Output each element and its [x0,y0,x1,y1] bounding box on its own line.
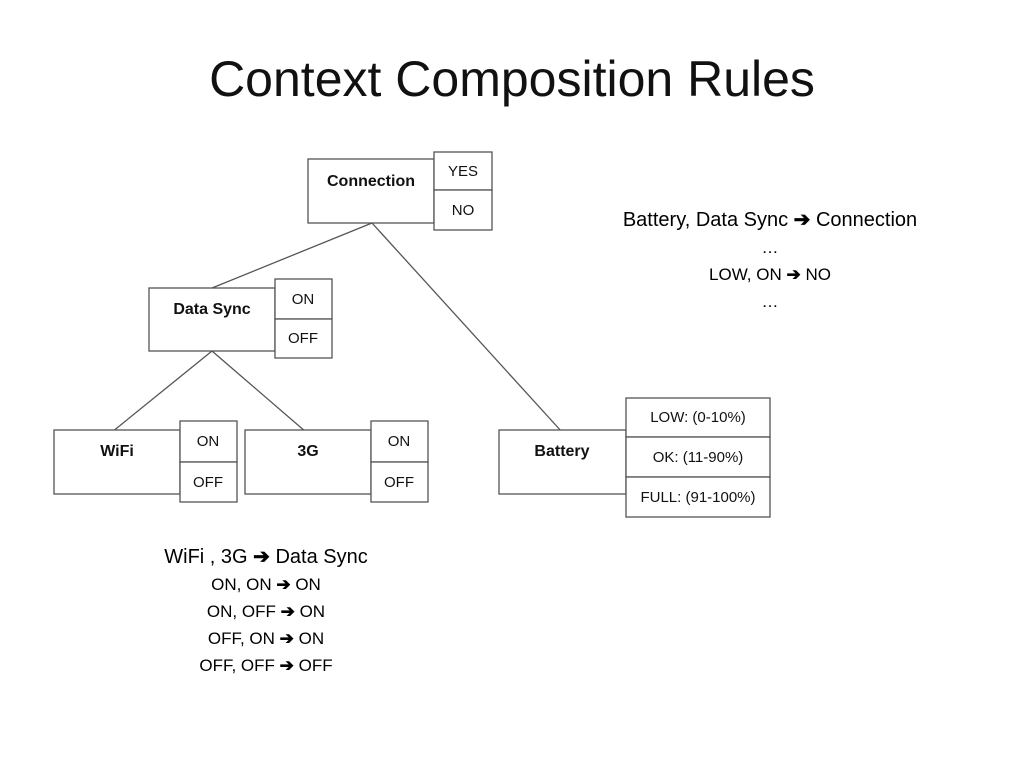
rule-result: OFF [298,656,333,675]
rule-condition: ON, OFF [206,602,276,621]
edge-datasync-wifi [111,350,213,433]
node-wifi-value-box [179,461,238,503]
rule-result: ON [298,629,325,648]
rule-result: NO [805,265,831,284]
node-connection: Connection YES NO [307,151,493,231]
node-battery: Battery LOW: (0-10%) OK: (11-90%) FULL: … [498,397,771,518]
rule-condition: ON, ON [211,575,272,594]
rules-connection-line: … [761,238,779,257]
arrow-icon: ➔ [253,546,270,568]
slide-title: Context Composition Rules [209,51,815,107]
rules-connection: Battery, Data Sync ➔ Connection … LOW, O… [570,206,970,315]
node-wifi: WiFi ON OFF [53,420,238,503]
node-data-sync-value-on: ON [292,291,315,308]
node-wifi-value-off: OFF [193,474,223,491]
node-connection-label: Connection [327,173,415,190]
tree-edges [111,222,563,433]
rule-result: ON [299,602,326,621]
node-battery-value-box [625,397,771,438]
edge-connection-datasync [211,222,373,289]
rules-connection-line: LOW, ON ➔ NO [570,261,970,288]
node-battery-value-ok: OK: (11-90%) [653,449,744,466]
node-3g: 3G ON OFF [244,420,429,503]
arrow-icon: ➔ [280,602,295,621]
arrow-icon: ➔ [279,656,294,675]
node-battery-value-box [625,436,771,478]
node-3g-value-box [370,461,429,503]
rules-data-sync-line: ON, OFF ➔ ON [66,598,466,625]
rules-connection-line: … [761,292,779,311]
node-connection-value-box [433,151,493,191]
rules-data-sync-inputs: WiFi , 3G [164,546,248,568]
node-connection-value-no: NO [452,202,475,219]
rules-data-sync-heading: WiFi , 3G ➔ Data Sync [66,543,466,571]
rule-condition: OFF, OFF [199,656,275,675]
rules-data-sync-line: OFF, ON ➔ ON [66,625,466,652]
arrow-icon: ➔ [793,209,811,231]
node-data-sync-label: Data Sync [173,301,250,318]
rule-condition: OFF, ON [207,629,275,648]
arrow-icon: ➔ [279,629,294,648]
edge-datasync-3g [211,350,307,433]
node-battery-value-low: LOW: (0-10%) [650,409,746,426]
node-battery-value-full: FULL: (91-100%) [640,489,755,506]
rule-result: ON [295,575,321,594]
rules-connection-inputs: Battery, Data Sync [622,209,789,231]
node-wifi-value-on: ON [197,433,220,450]
node-connection-value-box [433,189,493,231]
node-wifi-value-box [179,420,238,463]
node-3g-label: 3G [297,443,318,460]
node-wifi-label: WiFi [100,443,134,460]
arrow-icon: ➔ [786,265,801,284]
node-data-sync-value-box [274,278,333,320]
node-battery-value-box [625,476,771,518]
rule-condition: LOW, ON [709,265,782,284]
rules-data-sync-line: OFF, OFF ➔ OFF [66,652,466,679]
edge-connection-battery [371,222,563,433]
node-data-sync-value-off: OFF [288,330,318,347]
node-data-sync: Data Sync ON OFF [148,278,333,359]
rules-data-sync-line: ON, ON ➔ ON [66,571,466,598]
rules-connection-heading: Battery, Data Sync ➔ Connection [570,206,970,234]
rules-data-sync-output: Data Sync [275,546,368,568]
node-data-sync-value-box [274,318,333,359]
node-3g-value-off: OFF [384,474,414,491]
rules-data-sync: WiFi , 3G ➔ Data Sync ON, ON ➔ ON ON, OF… [66,543,466,679]
node-connection-value-yes: YES [448,163,478,180]
node-3g-value-on: ON [388,433,411,450]
node-battery-label: Battery [534,443,589,460]
arrow-icon: ➔ [276,575,291,594]
rules-connection-output: Connection [815,209,918,231]
